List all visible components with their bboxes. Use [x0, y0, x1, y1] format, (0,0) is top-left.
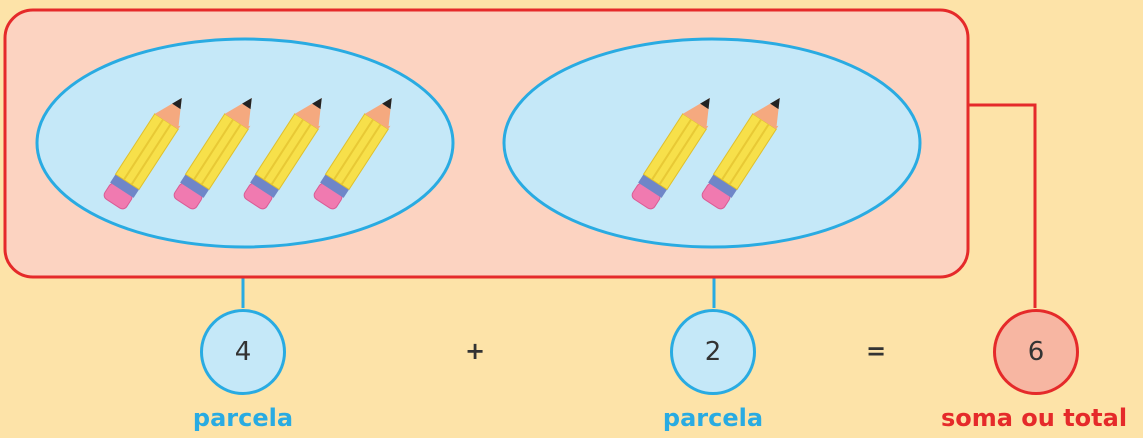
result-value: 6	[1027, 337, 1045, 367]
addend-2-circle: 2	[670, 309, 756, 395]
equals-sign: =	[865, 337, 887, 365]
addend-2-label: parcela	[662, 404, 764, 432]
connector-line-result	[968, 103, 1037, 308]
plus-sign: +	[464, 337, 486, 365]
group-ellipse-addend-1	[35, 37, 455, 249]
result-label: soma ou total	[940, 404, 1128, 432]
addend-2-value: 2	[704, 337, 722, 367]
addend-1-label: parcela	[192, 404, 294, 432]
result-circle: 6	[993, 309, 1079, 395]
addend-1-circle: 4	[200, 309, 286, 395]
group-ellipse-addend-2	[502, 37, 922, 249]
addend-1-value: 4	[234, 337, 252, 367]
